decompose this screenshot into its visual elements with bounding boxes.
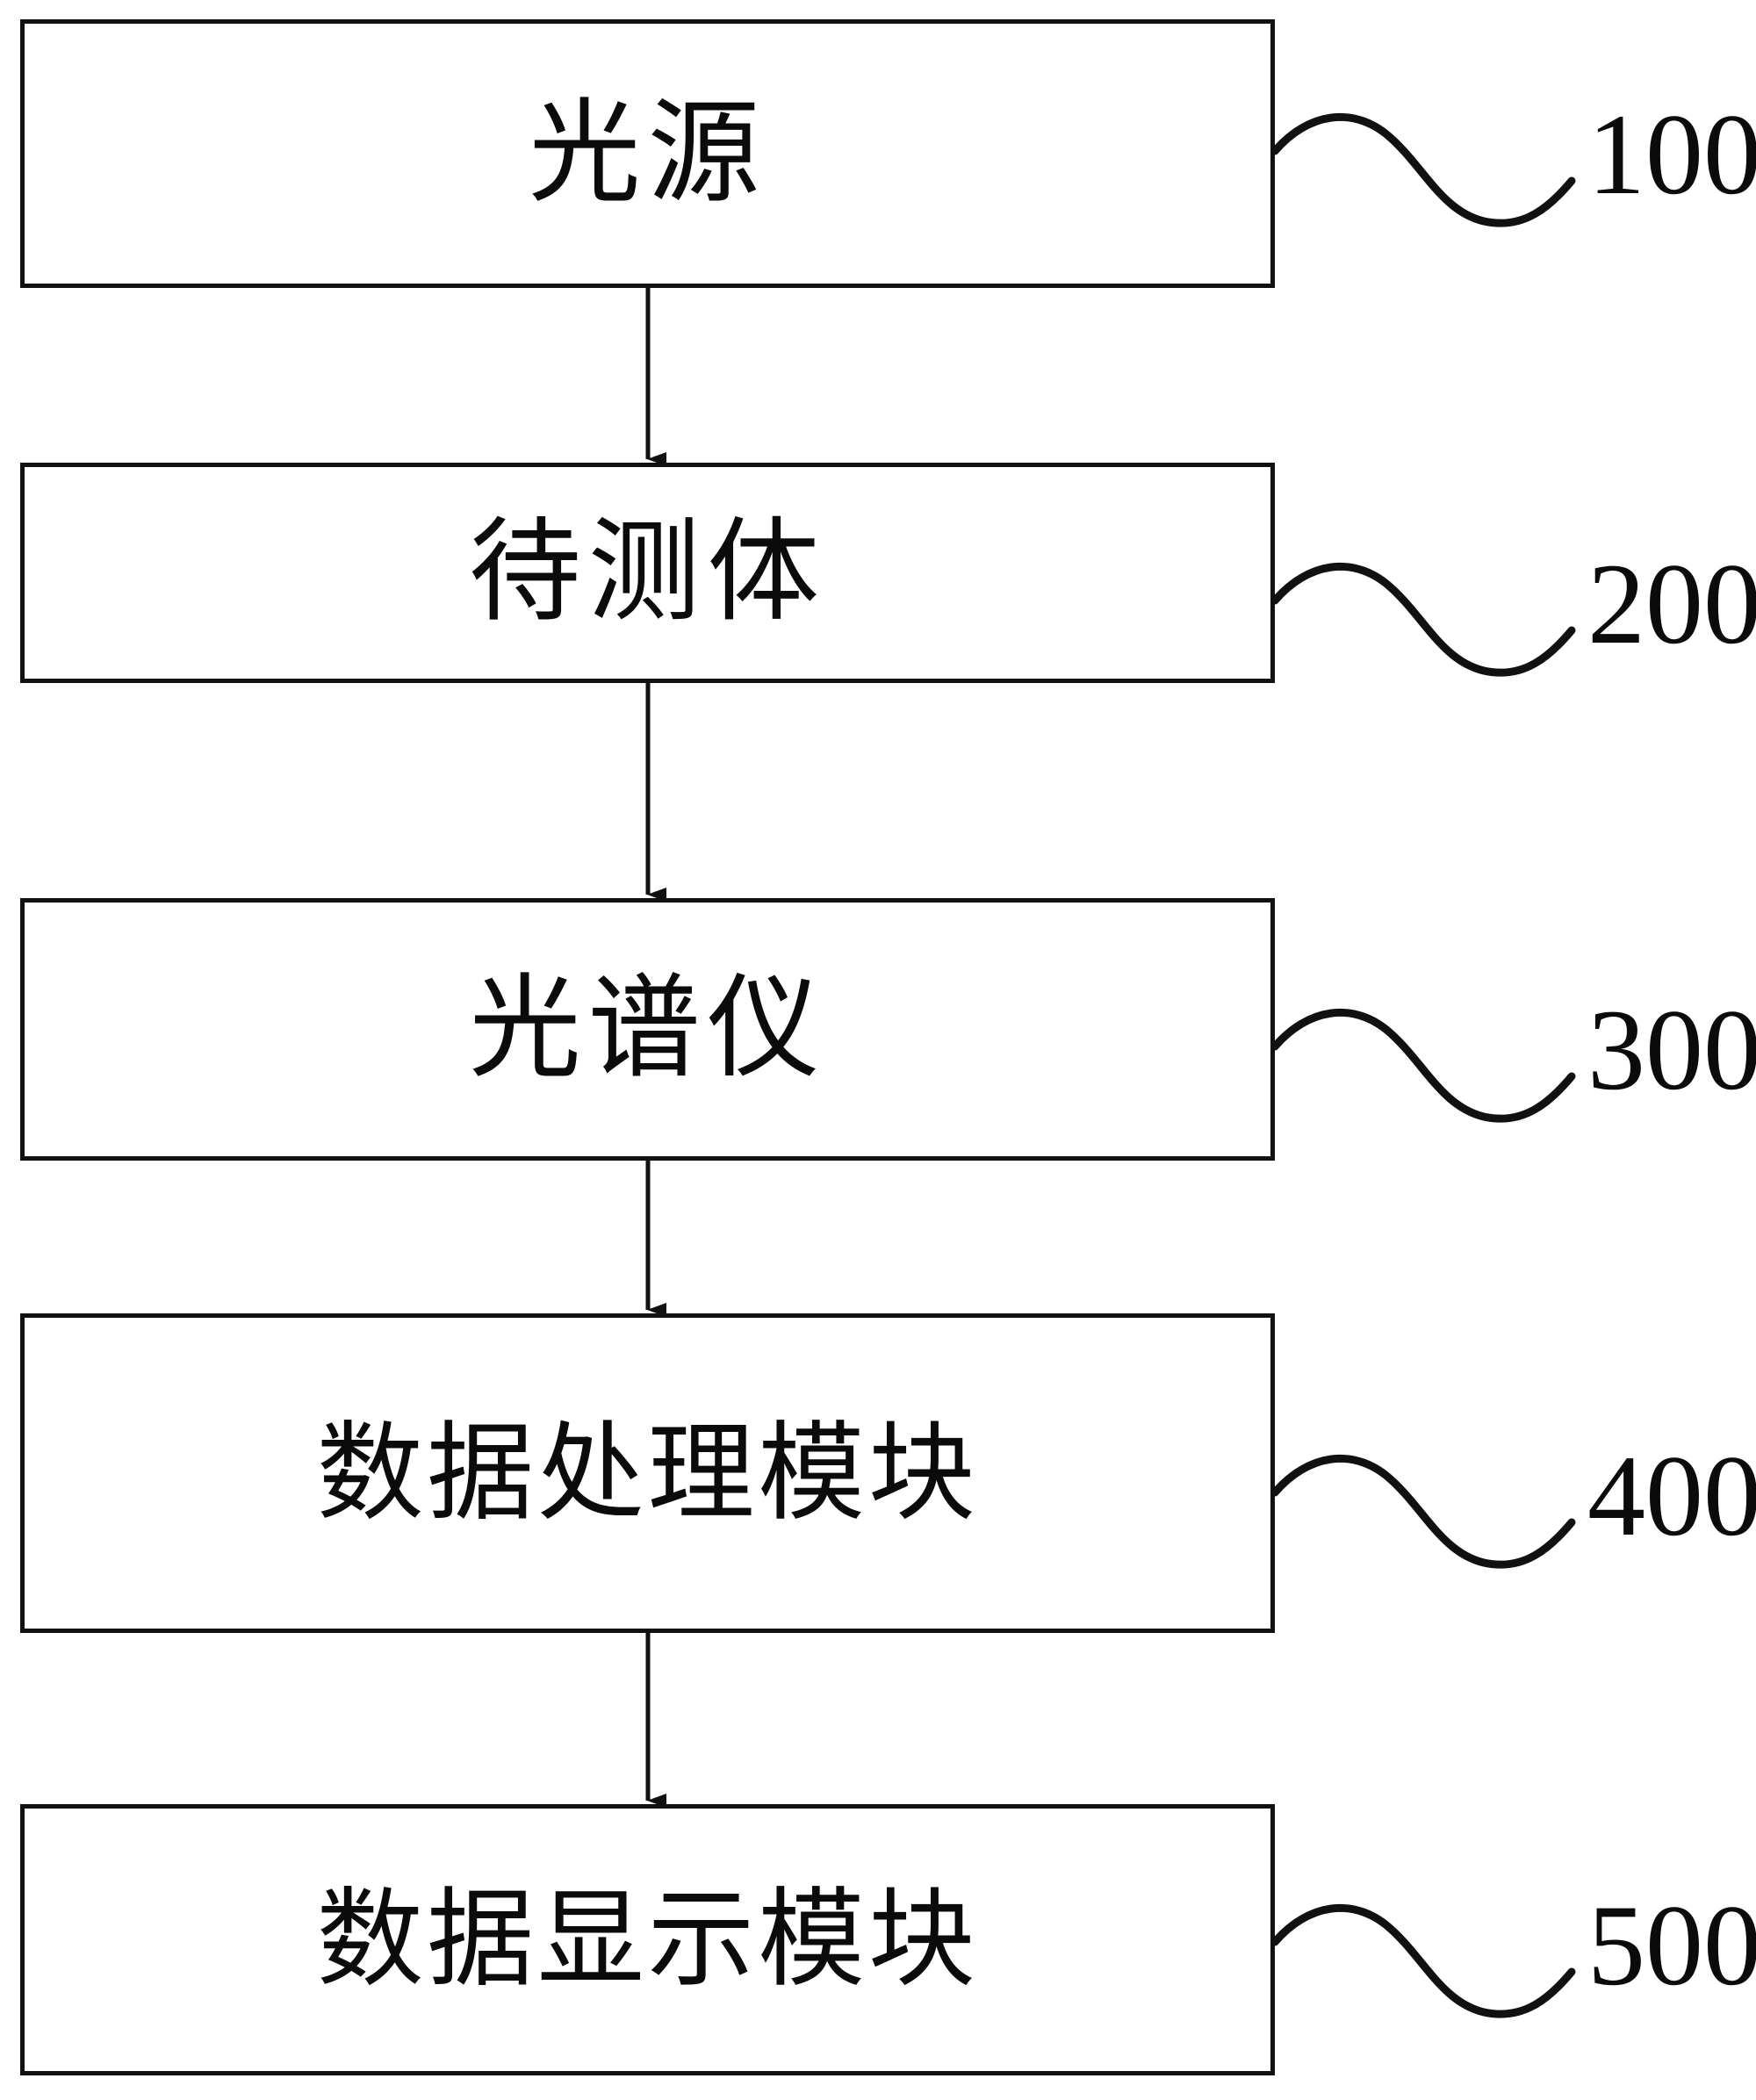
reference-number-200: 200 xyxy=(1587,539,1756,668)
reference-number-500: 500 xyxy=(1587,1881,1756,2010)
node-data-display-module[interactable]: 数据显示模块 xyxy=(20,1804,1275,2075)
node-spectrometer[interactable]: 光谱仪 xyxy=(20,898,1275,1161)
leader-line-500 xyxy=(1270,1903,1576,2018)
leader-line-400 xyxy=(1270,1454,1576,1569)
leader-line-100 xyxy=(1270,112,1576,227)
leader-line-300 xyxy=(1270,1008,1576,1123)
reference-number-300: 300 xyxy=(1587,985,1756,1114)
node-light-source[interactable]: 光源 xyxy=(20,19,1275,288)
node-object-under-test-label: 待测体 xyxy=(468,507,827,638)
node-light-source-label: 光源 xyxy=(528,87,767,219)
node-data-processing-module-label: 数据处理模块 xyxy=(316,1410,979,1535)
reference-number-400: 400 xyxy=(1587,1431,1756,1560)
node-object-under-test[interactable]: 待测体 xyxy=(20,463,1275,683)
node-spectrometer-label: 光谱仪 xyxy=(468,963,827,1095)
reference-number-100: 100 xyxy=(1587,90,1756,219)
leader-line-200 xyxy=(1270,562,1576,677)
node-data-processing-module[interactable]: 数据处理模块 xyxy=(20,1313,1275,1633)
node-data-display-module-label: 数据显示模块 xyxy=(316,1877,979,2003)
